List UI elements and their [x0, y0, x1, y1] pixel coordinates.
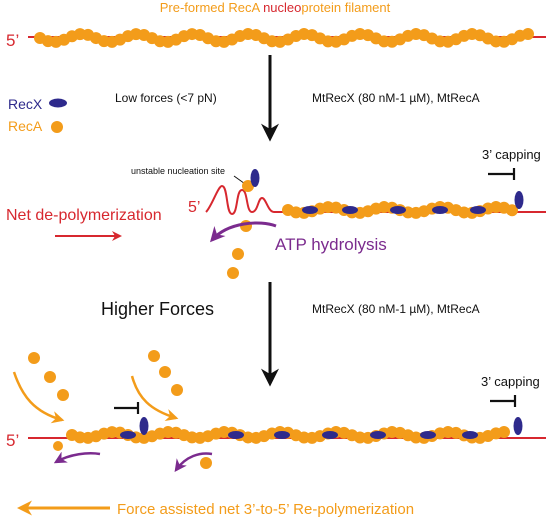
nucleation-recx: [250, 169, 260, 187]
recx-bound: [228, 431, 244, 439]
title-part3: protein filament: [301, 0, 390, 15]
nucleation-reca: [242, 180, 254, 192]
atp-hydrolysis-arrow: [210, 221, 277, 243]
reca-filament-middle: [282, 201, 518, 219]
reca-filament-bottom: [66, 426, 510, 444]
capping-top-symbol: [488, 168, 516, 180]
dissociation-arrow-right: [174, 452, 213, 473]
dissociation-arrow-left: [53, 451, 101, 464]
dna-strand-middle: [205, 184, 546, 216]
recruit-arrow-left: [12, 371, 65, 424]
incoming-reca: [171, 384, 183, 396]
recx-bound: [390, 206, 406, 214]
repoly-label: Force assisted net 3’-to-5’ Re-polymeriz…: [117, 501, 414, 518]
dissociated-reca: [53, 441, 63, 451]
recx-bound: [302, 206, 318, 214]
title-part1: Pre-formed RecA: [160, 0, 263, 15]
recx-bound: [370, 431, 386, 439]
recx-bound: [322, 431, 338, 439]
reca-monomer: [498, 426, 510, 439]
five-prime-bottom: 5’: [6, 431, 19, 450]
incoming-reca: [57, 389, 69, 401]
reca-legend-icon: [51, 121, 63, 133]
capping-top-label: 3’ capping: [482, 147, 541, 162]
dissociated-reca: [200, 457, 212, 469]
capping-bottom-label: 3’ capping: [481, 374, 540, 389]
net-depoly-label: Net de-polymerization: [6, 207, 162, 224]
free-reca: [227, 267, 239, 279]
reca-filament-top: [34, 28, 534, 48]
recruit-arrow-middle: [130, 375, 179, 422]
recx-bound: [432, 206, 448, 214]
capping-bottom-symbol: [490, 395, 517, 407]
recx-bound: [274, 431, 290, 439]
capping-recx-middle: [514, 191, 524, 209]
title: Pre-formed RecA nucleoprotein filament: [160, 0, 391, 15]
five-prime-middle: 5’: [188, 199, 200, 216]
five-prime-top: 5’: [6, 31, 19, 50]
incoming-reca: [28, 352, 40, 364]
incoming-reca: [148, 350, 160, 362]
step1-condition: Low forces (<7 pN): [115, 91, 217, 105]
recx-bound: [420, 431, 436, 439]
recx-bound: [462, 431, 478, 439]
atp-hydrolysis-label: ATP hydrolysis: [275, 235, 387, 254]
incoming-reca: [159, 366, 171, 378]
step2-condition: Higher Forces: [101, 299, 214, 319]
capping-recx-left: [139, 417, 149, 435]
recx-legend-icon: [49, 98, 67, 108]
reca-monomer: [506, 204, 518, 217]
unstable-nucleation-label: unstable nucleation site: [131, 166, 225, 176]
recx-bound: [470, 206, 486, 214]
recx-bound: [342, 206, 358, 214]
recx-bound: [120, 431, 136, 439]
legend-recx-label: RecX: [8, 96, 43, 112]
step1-proteins: MtRecX (80 nM-1 µM), MtRecA: [312, 91, 480, 105]
free-reca: [232, 248, 244, 260]
step2-proteins: MtRecX (80 nM-1 µM), MtRecA: [312, 302, 480, 316]
incoming-reca: [44, 371, 56, 383]
legend-reca-label: RecA: [8, 118, 43, 134]
reca-monomer: [522, 28, 534, 41]
capping-left-symbol: [114, 402, 140, 414]
title-part2: nucleo: [263, 0, 301, 15]
capping-recx-right: [513, 417, 523, 435]
